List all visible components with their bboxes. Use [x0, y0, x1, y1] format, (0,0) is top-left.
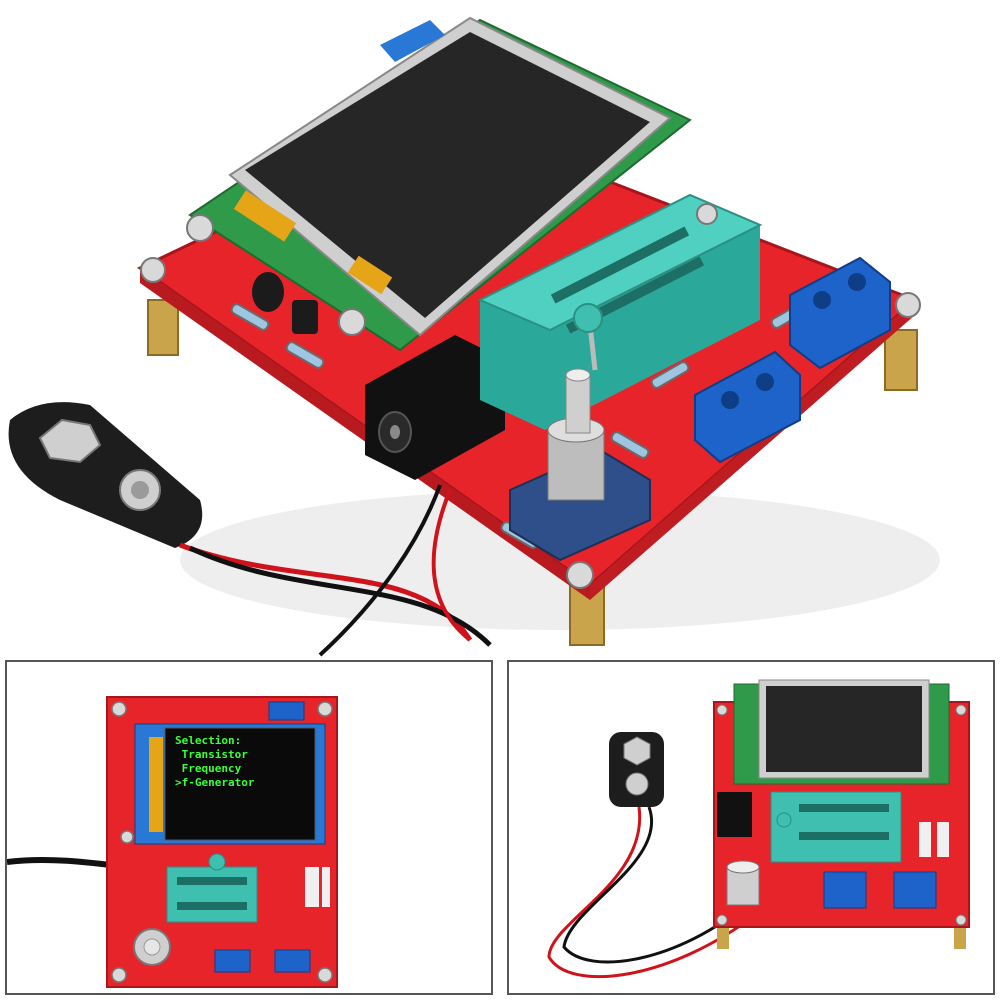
pcb-edge-right	[590, 300, 915, 600]
inset-right	[507, 660, 995, 995]
rotary-encoder	[509, 368, 651, 562]
zif-lever-top	[208, 853, 226, 871]
lcd-menu-line2: Transistor	[175, 748, 248, 761]
zif-socket	[477, 193, 763, 430]
screws	[140, 203, 921, 589]
zif-socket-top	[166, 866, 258, 923]
lcd-ribbon-2	[347, 255, 393, 295]
lcd-yellow-flex	[149, 737, 163, 832]
lcd-screen-small	[766, 686, 922, 772]
battery-snap	[8, 402, 203, 548]
zif-pins-top	[177, 877, 247, 910]
lcd-menu-line4: >f-Generator	[175, 776, 255, 789]
pcb-pads-small	[919, 822, 949, 857]
terminal-block-top	[268, 701, 305, 721]
red-wire-loop	[547, 806, 760, 979]
screws-small	[716, 704, 967, 926]
terminal-block-bottom-2	[274, 949, 311, 973]
black-wire	[188, 545, 492, 647]
lcd-screen	[245, 32, 650, 318]
zif-socket-small	[770, 791, 902, 863]
black-components	[252, 272, 318, 334]
terminal-block-small-1	[823, 871, 867, 909]
lcd-ribbon	[233, 190, 297, 242]
zif-lever-small	[776, 812, 792, 828]
dc-jack-small	[717, 792, 752, 837]
battery-snap-small	[609, 732, 664, 807]
terminal-block-small-2	[893, 871, 937, 909]
inset-left-photo: Selection: Transistor Frequency >f-Gener…	[7, 696, 338, 988]
terminal-blocks	[694, 256, 891, 464]
terminal-block-bottom-1	[214, 949, 251, 973]
lcd-menu-line1: Selection:	[175, 734, 241, 747]
inset-left: Selection: Transistor Frequency >f-Gener…	[5, 660, 493, 995]
rotary-encoder-small	[726, 866, 760, 906]
black-wire-up	[318, 484, 442, 657]
dc-power-jack	[365, 335, 505, 480]
inset-right-photo	[547, 679, 970, 979]
main-photo	[8, 16, 940, 657]
pcb-pads	[305, 867, 330, 907]
black-wire-loop	[562, 806, 750, 964]
red-wire-up	[431, 489, 472, 642]
lcd-menu-line3: Frequency	[175, 762, 242, 775]
blue-connector	[380, 20, 445, 62]
lcd-screen-top	[164, 727, 316, 841]
zif-pins-small	[799, 804, 889, 840]
standoffs-small	[717, 924, 966, 949]
